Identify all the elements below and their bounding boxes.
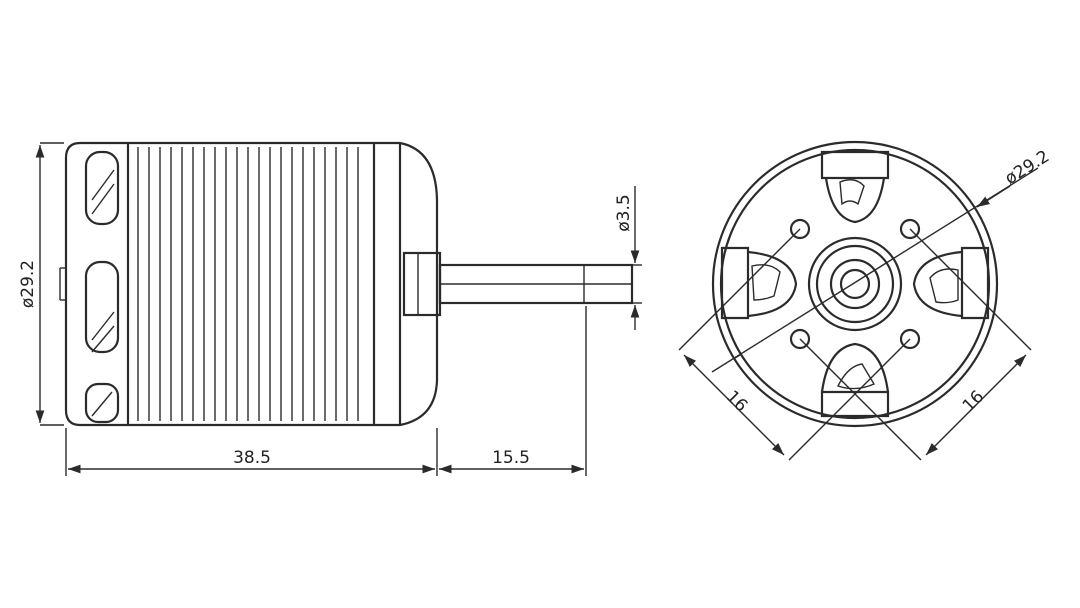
vent-lobe-curve <box>747 250 798 318</box>
vent-lobe-blade <box>839 179 865 206</box>
vent-lobe-curve <box>912 250 963 318</box>
hole-spacing-extension <box>678 228 801 351</box>
vent-lobe-frame <box>960 246 990 320</box>
vent-slot-detail <box>91 391 113 417</box>
bearing-outer <box>829 258 881 310</box>
hole-spacing-left-label: 16 <box>722 387 751 416</box>
vent-lobe-blade <box>929 268 959 304</box>
vent-lobe-blade <box>751 264 781 301</box>
hole-spacing-extension <box>788 338 911 461</box>
vent-lobe-blade <box>837 363 876 390</box>
hole-spacing-extension <box>799 338 922 461</box>
side-view: ø29.2 38.5 15.5 ø3.5 <box>18 141 642 476</box>
hole-spacing-right-label: 16 <box>959 387 988 416</box>
vent-slots <box>84 150 120 424</box>
hole-spacing-left-dimension-line <box>683 354 785 456</box>
mounting-hole <box>899 328 921 350</box>
mounting-hole <box>899 218 921 240</box>
vent-slot <box>84 260 120 354</box>
cooling-fins <box>137 147 359 421</box>
hub-ring <box>815 244 895 324</box>
front-view: ø29.2 16 16 <box>678 140 1054 461</box>
diameter-label: ø29.2 <box>18 260 38 308</box>
vent-lobe-top <box>820 150 890 224</box>
shaft-diameter-label: ø3.5 <box>614 194 634 231</box>
vent-slot-detail <box>91 311 115 341</box>
outer-circle <box>711 140 999 428</box>
vent-slot <box>84 382 120 424</box>
vent-lobe-right <box>912 246 990 320</box>
hub-outer <box>807 236 903 332</box>
shaft-length-label: 15.5 <box>492 448 530 468</box>
vent-lobe-curve <box>824 177 886 224</box>
hole-spacing-extension <box>909 228 1032 351</box>
outer-diameter-label: ø29.2 <box>1002 146 1054 189</box>
body-length-label: 38.5 <box>233 448 271 468</box>
vent-slot-detail <box>91 169 115 201</box>
vent-slot-detail <box>91 183 115 215</box>
vent-lobe-curve <box>820 342 890 393</box>
mounting-hole <box>789 328 811 350</box>
vent-lobe-frame <box>720 246 750 320</box>
shaft-collar <box>402 251 442 317</box>
vent-lobe-frame <box>820 150 890 180</box>
hole-spacing-right-dimension-line <box>925 354 1027 456</box>
outer-diameter-arrow <box>976 185 1011 208</box>
vent-lobe-bottom <box>820 342 890 418</box>
vent-slot <box>84 150 120 226</box>
vent-slot-detail <box>91 325 115 353</box>
vent-lobe-left <box>720 246 798 320</box>
shaft-end <box>839 268 871 300</box>
vent-lobe-frame <box>820 390 890 418</box>
mounting-hole <box>789 218 811 240</box>
outer-rim <box>719 148 991 420</box>
motor-can-outline <box>64 141 439 427</box>
